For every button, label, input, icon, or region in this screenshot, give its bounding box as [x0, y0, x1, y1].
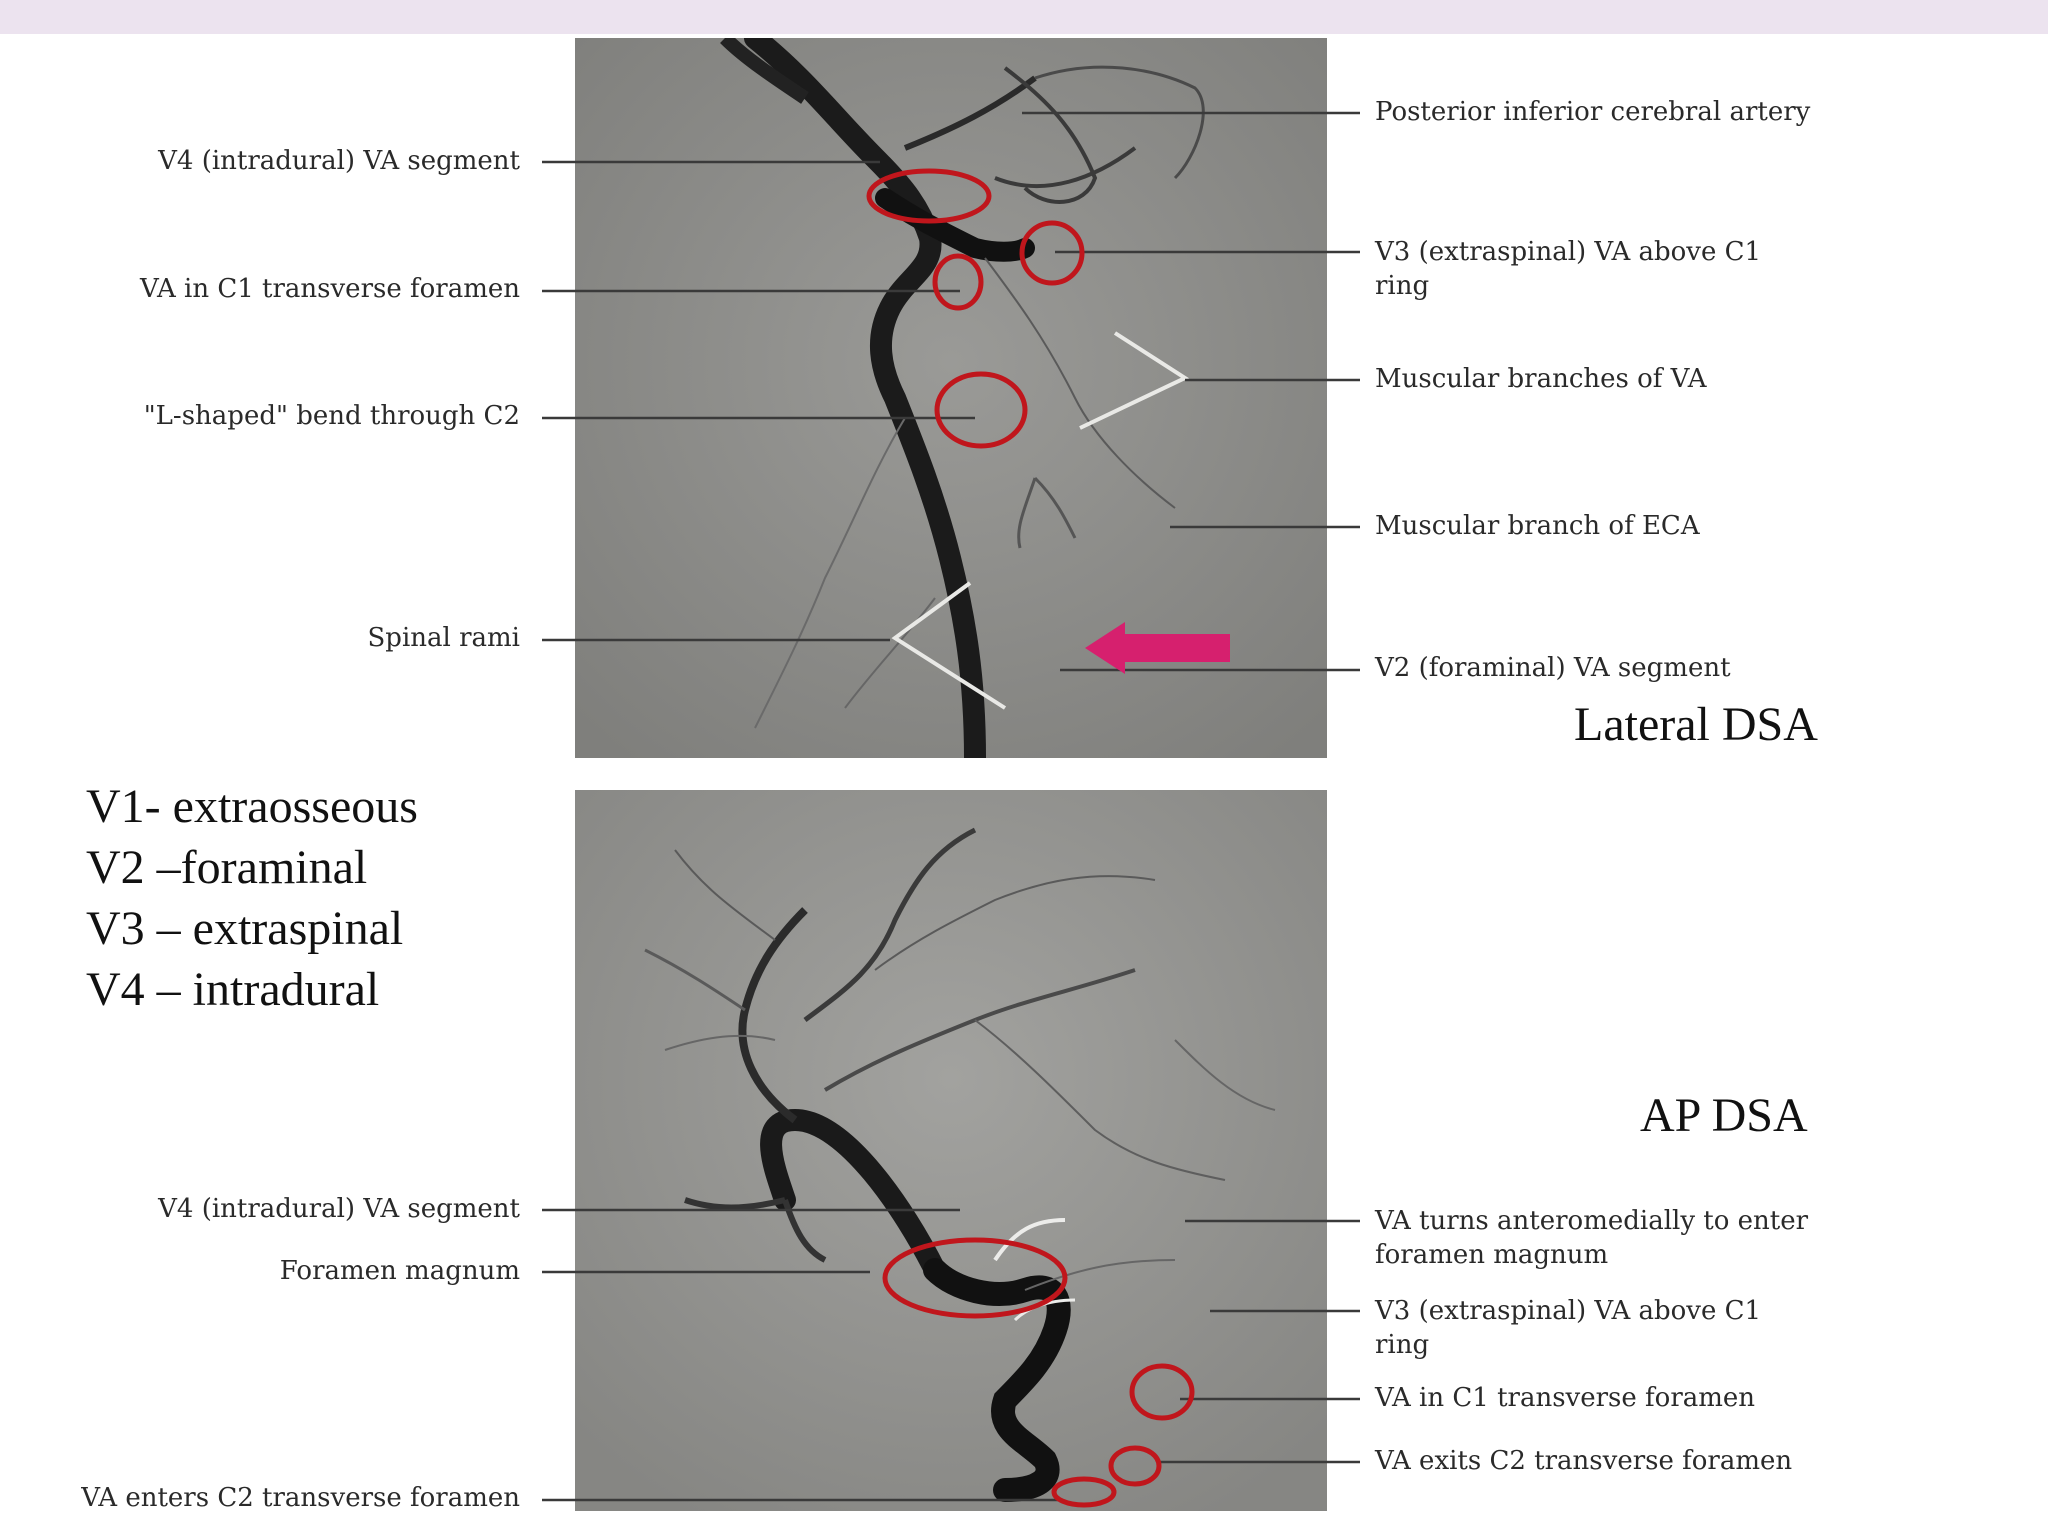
label-muscular-branches-va: Muscular branches of VA — [1375, 364, 1707, 394]
label-ap-v3-extraspinal: V3 (extraspinal) VA above C1 ring — [1375, 1296, 1762, 1360]
label-spinal-rami: Spinal rami — [367, 623, 521, 653]
legend-v4: V4 – intradural — [86, 963, 380, 1016]
highlight-circle — [1129, 1363, 1195, 1421]
lateral-view-label: Lateral DSA — [1574, 698, 1818, 751]
label-va-turns-anteromedially: VA turns anteromedially to enter foramen… — [1375, 1206, 1809, 1270]
highlight-circle — [1019, 220, 1085, 286]
label-foramen-magnum: Foramen magnum — [279, 1256, 520, 1286]
label-l-shaped-bend: "L-shaped" bend through C2 — [143, 401, 520, 431]
label-ap-va-c1-foramen: VA in C1 transverse foramen — [1375, 1383, 1756, 1413]
label-va-enters-c2: VA enters C2 transverse foramen — [81, 1483, 520, 1513]
label-va-exits-c2: VA exits C2 transverse foramen — [1375, 1446, 1793, 1476]
label-v4-intradural: V4 (intradural) VA segment — [158, 146, 520, 176]
label-va-c1-foramen: VA in C1 transverse foramen — [139, 274, 520, 304]
pointer-arrow — [1085, 622, 1230, 674]
ap-view-label: AP DSA — [1640, 1089, 1808, 1142]
leader-lines — [542, 111, 1360, 1502]
highlight-circle — [1108, 1445, 1162, 1487]
highlight-circles — [866, 168, 1195, 1508]
highlight-circle — [1051, 1476, 1117, 1508]
label-muscular-branch-eca: Muscular branch of ECA — [1375, 511, 1700, 541]
label-v2-foraminal: V2 (foraminal) VA segment — [1375, 653, 1731, 683]
segments-legend: V1- extraosseous V2 –foraminal V3 – extr… — [86, 776, 418, 1020]
highlight-circle — [882, 1237, 1068, 1319]
label-posterior-inferior-cerebral-artery: Posterior inferior cerebral artery — [1375, 97, 1811, 127]
highlight-circle — [932, 253, 984, 311]
label-v3-extraspinal: V3 (extraspinal) VA above C1 ring — [1375, 237, 1762, 301]
legend-v2: V2 –foraminal — [86, 841, 368, 894]
highlight-circle — [866, 168, 992, 224]
highlight-circle — [934, 371, 1028, 449]
ap-angiogram — [575, 790, 1327, 1511]
legend-v1: V1- extraosseous — [86, 780, 418, 833]
header-band — [0, 0, 2048, 34]
label-ap-v4-intradural: V4 (intradural) VA segment — [158, 1194, 520, 1224]
legend-v3: V3 – extraspinal — [86, 902, 404, 955]
ap-dsa-image — [575, 790, 1327, 1511]
